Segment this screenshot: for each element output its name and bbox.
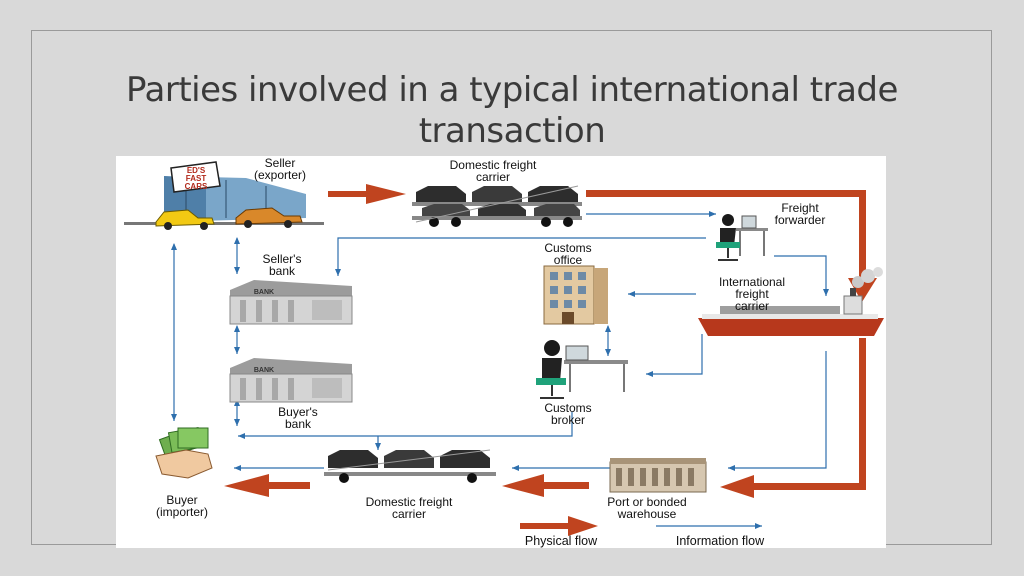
label-freight-forwarder-line2: forwarder	[774, 213, 826, 227]
label-customs-office-line1: Customs	[544, 241, 592, 255]
sign-text-3: CARS	[185, 182, 208, 191]
buyers-bank-sign: BANK	[254, 367, 274, 374]
label-sellers-bank: Seller's bank	[250, 253, 314, 277]
sign-text-1: ED'S	[187, 166, 206, 175]
freight-forwarder-illustration	[716, 214, 768, 261]
label-customs-office-line2: office	[553, 253, 583, 267]
sellers-bank-sign: BANK	[254, 289, 274, 296]
legend-physical-flow-label: Physical flow	[524, 534, 598, 548]
customs-office-illustration	[543, 265, 608, 325]
label-domestic-carrier-bottom-line2: carrier	[391, 507, 426, 521]
buyers-bank-illustration: BANK	[229, 358, 353, 403]
label-domestic-carrier-top-line2: carrier	[475, 170, 510, 184]
label-freight-forwarder: Freight forwarder	[762, 202, 838, 226]
label-customs-office: Customs office	[536, 242, 600, 266]
legend-physical-arrow	[520, 516, 598, 536]
label-international-carrier-line3: carrier	[734, 299, 769, 313]
label-seller-line2: (exporter)	[253, 168, 306, 182]
seller-dealership-illustration: ED'S FAST CARS	[124, 161, 324, 230]
legend-information-flow-label: Information flow	[675, 534, 765, 548]
sellers-bank-illustration: BANK	[229, 280, 353, 325]
label-buyers-bank-line2: bank	[284, 417, 312, 431]
label-domestic-carrier-bottom: Domestic freight carrier	[334, 496, 484, 520]
label-warehouse-line1: Port or bonded	[607, 495, 687, 509]
label-domestic-carrier-top-line1: Domestic freight	[449, 158, 537, 172]
slide-title: Parties involved in a typical internatio…	[60, 70, 964, 152]
title-line-1: Parties involved in a typical internatio…	[126, 70, 898, 110]
label-sellers-bank-line2: bank	[268, 264, 296, 278]
label-domestic-carrier-top: Domestic freight carrier	[418, 159, 568, 183]
label-international-carrier-line1: International	[718, 275, 786, 289]
domestic-carrier-bottom-illustration	[324, 449, 496, 483]
physical-arrow-seller-to-carrier	[328, 184, 406, 204]
label-buyer-line1: Buyer	[166, 493, 198, 507]
title-line-2: transaction	[418, 111, 606, 151]
physical-arrow-warehouse-to-carrier	[502, 474, 589, 497]
label-buyer-line2: (importer)	[155, 505, 208, 519]
trade-diagram: ED'S FAST CARS	[116, 156, 886, 548]
domestic-carrier-top-illustration	[412, 185, 582, 227]
label-buyer: Buyer (importer)	[142, 494, 222, 518]
physical-flow-arrows	[224, 184, 877, 536]
buyer-money-illustration	[155, 426, 213, 479]
diagram-canvas: ED'S FAST CARS	[124, 161, 884, 536]
label-domestic-carrier-bottom-line1: Domestic freight	[365, 495, 453, 509]
cargo-ship-illustration	[698, 267, 884, 336]
label-customs-broker-line2: broker	[550, 413, 585, 427]
label-international-carrier: International freight carrier	[692, 276, 812, 312]
physical-arrow-carrier-to-buyer	[224, 474, 310, 497]
label-sellers-bank-line1: Seller's	[262, 252, 302, 266]
customs-broker-illustration	[536, 340, 628, 399]
label-seller: Seller (exporter)	[246, 157, 314, 181]
warehouse-illustration	[609, 458, 707, 493]
label-customs-broker-line1: Customs	[544, 401, 592, 415]
sign-text-2: FAST	[186, 174, 207, 183]
information-flow-lines	[171, 211, 829, 529]
label-customs-broker: Customs broker	[536, 402, 600, 426]
label-buyers-bank: Buyer's bank	[266, 406, 330, 430]
label-warehouse: Port or bonded warehouse	[582, 496, 712, 520]
label-freight-forwarder-line1: Freight	[781, 201, 819, 215]
label-international-carrier-line2: freight	[735, 287, 769, 301]
physical-path-ship-to-warehouse	[720, 338, 866, 498]
label-seller-line1: Seller	[264, 156, 296, 170]
label-buyers-bank-line1: Buyer's	[278, 405, 318, 419]
label-warehouse-line2: warehouse	[617, 507, 677, 521]
